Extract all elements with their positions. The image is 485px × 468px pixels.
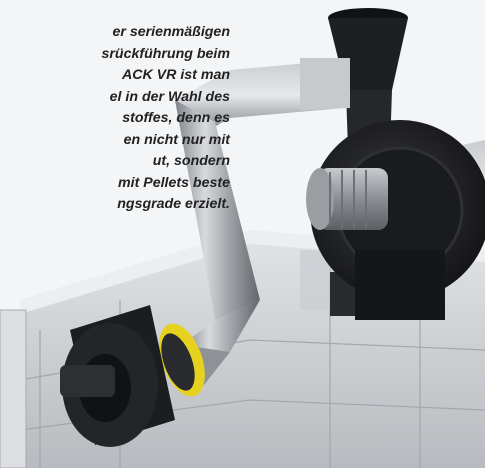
left-housing-edge (0, 309, 27, 468)
motor (306, 168, 388, 230)
front-burner (60, 305, 205, 447)
main-pipe (170, 58, 350, 390)
